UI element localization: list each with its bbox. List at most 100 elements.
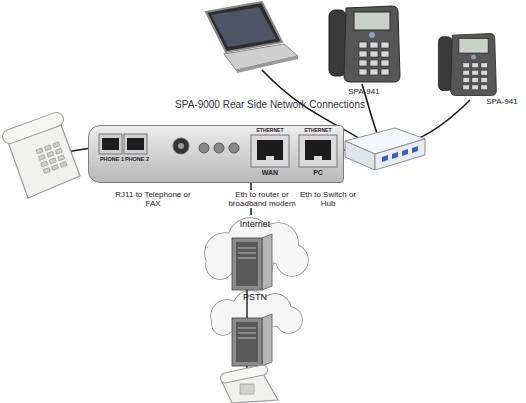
node-text: SPA-941 — [326, 88, 402, 97]
server-side — [262, 234, 272, 290]
node-text: Internet — [230, 220, 280, 230]
phone-handset — [329, 10, 346, 76]
cloud-outline — [276, 307, 302, 333]
switch-side — [375, 139, 425, 170]
cloud-fill — [276, 307, 302, 333]
key — [55, 148, 62, 154]
phone-cable — [410, 100, 470, 142]
cloud-fill — [276, 244, 308, 276]
laptop-edge — [236, 56, 298, 73]
voip-gateway: PHONE 1PHONE 2ETHERNETWANETHERNETPC — [88, 125, 344, 183]
phone-key — [370, 69, 378, 75]
cloud-outline — [276, 244, 308, 276]
network-link — [250, 281, 252, 288]
server-front — [232, 238, 262, 290]
power-jack — [173, 138, 189, 154]
phone-key — [381, 60, 389, 66]
phone-key — [381, 69, 389, 75]
phone-key — [472, 85, 479, 90]
drive-slot — [238, 253, 256, 254]
indicator-button — [229, 143, 239, 153]
drive-slot — [238, 328, 256, 329]
phone-key — [381, 42, 389, 48]
cloud-outline — [237, 245, 273, 281]
server-tower — [232, 234, 272, 290]
ethernet-port — [305, 140, 331, 160]
laptop-base — [224, 44, 298, 70]
key — [43, 168, 50, 174]
phone-key — [370, 42, 378, 48]
drive-slot — [238, 248, 256, 249]
cloud-fill — [237, 245, 273, 281]
port-caption: RJ11 to Telephone or FAX — [112, 190, 194, 208]
drive-slot — [238, 333, 256, 334]
port-caption: Eth to router or broadband modem — [226, 190, 298, 208]
phone-key — [472, 63, 479, 68]
network-switch — [345, 128, 425, 170]
node-text: PHONE 2 — [123, 156, 151, 162]
analog-telephone — [219, 364, 278, 403]
key — [49, 158, 56, 164]
phone-key — [481, 70, 488, 75]
laptop — [206, 2, 298, 73]
phone-key — [481, 85, 488, 90]
telephone-keypad — [36, 142, 67, 174]
phone-key — [381, 51, 389, 57]
phone-key — [463, 78, 470, 83]
switch-port — [402, 149, 408, 156]
rj11-bezel — [124, 134, 147, 154]
drive-slot — [238, 338, 256, 339]
phone-key — [370, 60, 378, 66]
server-side — [262, 314, 272, 366]
pstn-cloud: PSTN — [205, 288, 305, 336]
phone-line — [246, 366, 247, 376]
ip-phone: SPA-941 — [326, 2, 402, 102]
ethernet-notch — [314, 156, 322, 160]
switch-front — [345, 141, 375, 170]
telephone-body — [222, 372, 278, 403]
telephone-body — [8, 122, 80, 198]
node-text: WAN — [249, 169, 291, 177]
server-panel — [236, 322, 258, 362]
phone-key — [359, 60, 367, 66]
phone-key — [472, 70, 479, 75]
cloud-fill — [243, 308, 271, 336]
port-caption: Eth to Switch or Hub — [298, 190, 358, 208]
switch-port — [412, 146, 418, 153]
cloud-fill — [206, 251, 234, 279]
cloud-fill — [212, 313, 234, 335]
internet-cloud: Internet — [200, 215, 310, 281]
phone-nav-button — [369, 32, 375, 38]
phone-key — [370, 51, 378, 57]
power-pin — [178, 143, 184, 149]
key — [44, 145, 51, 151]
laptop-screen — [206, 2, 282, 52]
phone-illustration — [436, 30, 498, 99]
phone-key — [359, 42, 367, 48]
switch-port — [382, 155, 388, 162]
rj11-bezel — [99, 134, 122, 154]
drive-slot — [238, 258, 256, 259]
ethernet-bezel — [251, 135, 289, 167]
phone-key — [481, 78, 488, 83]
node-text: SPA-941 — [478, 98, 526, 107]
key — [36, 148, 43, 154]
phone-illustration — [326, 2, 402, 86]
phone-key — [359, 69, 367, 75]
server-tower — [232, 314, 272, 366]
node-text: ETHERNET — [297, 128, 339, 134]
phone-body — [344, 6, 400, 82]
key — [47, 151, 54, 157]
analog-telephone — [1, 110, 80, 198]
telephone-handset — [1, 110, 66, 145]
phone-nav-button — [471, 55, 476, 60]
node-text: PC — [297, 169, 339, 177]
phone-key — [463, 85, 470, 90]
cloud-outline — [243, 308, 271, 336]
server-link — [246, 290, 247, 318]
ethernet-bezel — [299, 135, 337, 167]
ethernet-port — [257, 140, 283, 160]
indicator-button — [214, 143, 224, 153]
